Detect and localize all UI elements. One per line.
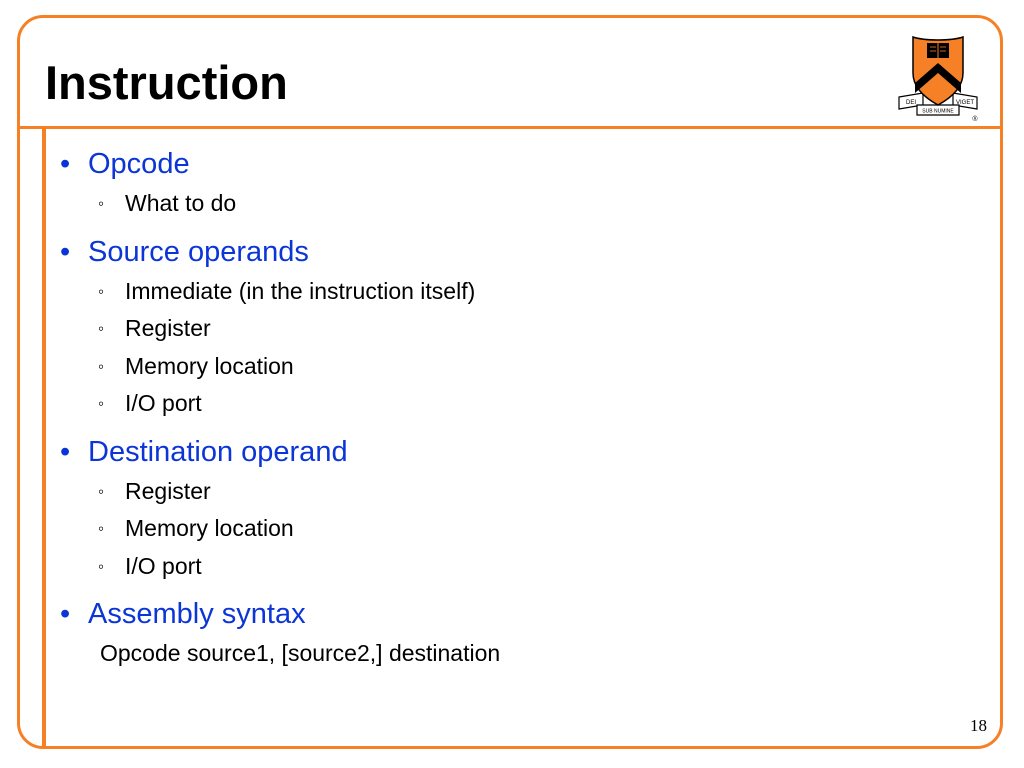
title-divider bbox=[17, 126, 1003, 129]
sub-item: ◦ I/O port bbox=[60, 385, 960, 423]
princeton-shield-logo: DEI SUB NUMINE VIGET ® bbox=[898, 35, 978, 123]
bullet-label: Destination operand bbox=[88, 435, 348, 468]
bullet-icon: • bbox=[60, 235, 71, 268]
sub-bullet-icon: ◦ bbox=[98, 481, 105, 501]
sub-list: ◦ Register ◦ Memory location ◦ I/O port bbox=[60, 473, 960, 586]
sub-item: ◦ Immediate (in the instruction itself) bbox=[60, 273, 960, 311]
bullet-icon: • bbox=[60, 435, 71, 468]
sub-bullet-icon: ◦ bbox=[98, 281, 105, 301]
bullet-item: • Assembly syntax bbox=[60, 593, 960, 635]
sub-bullet-icon: ◦ bbox=[98, 319, 105, 338]
sub-bullet-icon: ◦ bbox=[98, 519, 105, 538]
sub-item: ◦ Register bbox=[60, 473, 960, 511]
sub-item: ◦ Memory location bbox=[60, 348, 960, 386]
sub-item: ◦ I/O port bbox=[60, 548, 960, 586]
sub-list: ◦ Immediate (in the instruction itself) … bbox=[60, 273, 960, 423]
assembly-syntax-text: Opcode source1, [source2,] destination bbox=[100, 640, 501, 666]
sub-item-label: Register bbox=[125, 477, 211, 504]
sub-item-label: Register bbox=[125, 315, 211, 341]
bullet-item: • Source operands bbox=[60, 231, 960, 273]
bullet-item: • Opcode bbox=[60, 143, 960, 185]
sub-bullet-icon: ◦ bbox=[98, 356, 105, 376]
slide-title: Instruction bbox=[45, 56, 288, 109]
sub-item: ◦ What to do bbox=[60, 185, 960, 223]
bullet-icon: • bbox=[60, 598, 71, 630]
sub-item: ◦ Memory location bbox=[60, 510, 960, 548]
svg-text:DEI: DEI bbox=[906, 100, 916, 106]
bullet-label: Assembly syntax bbox=[88, 598, 306, 630]
bullet-label: Opcode bbox=[88, 148, 190, 180]
sub-bullet-icon: ◦ bbox=[98, 556, 105, 576]
left-accent-bar bbox=[42, 126, 46, 749]
sub-item-label: I/O port bbox=[125, 552, 202, 579]
page-number: 18 bbox=[970, 716, 987, 735]
sub-bullet-icon: ◦ bbox=[98, 194, 105, 213]
sub-item-label: I/O port bbox=[125, 390, 202, 416]
svg-text:®: ® bbox=[972, 115, 978, 123]
bullet-item: • Destination operand bbox=[60, 431, 960, 473]
sub-bullet-icon: ◦ bbox=[98, 394, 105, 413]
svg-text:SUB NUMINE: SUB NUMINE bbox=[922, 109, 954, 115]
bullet-label: Source operands bbox=[88, 235, 309, 268]
sub-item: ◦ Register bbox=[60, 310, 960, 348]
svg-text:VIGET: VIGET bbox=[956, 100, 974, 106]
sub-item-label: Immediate (in the instruction itself) bbox=[125, 277, 476, 304]
bullet-list: • Opcode ◦ What to do • Source operands … bbox=[60, 143, 960, 672]
sub-item-label: Memory location bbox=[125, 515, 294, 541]
bullet-icon: • bbox=[60, 148, 71, 180]
sub-list: ◦ What to do bbox=[60, 185, 960, 223]
slide-frame bbox=[17, 15, 1003, 749]
sub-item-label: What to do bbox=[125, 190, 237, 216]
sub-item-label: Memory location bbox=[125, 352, 294, 379]
